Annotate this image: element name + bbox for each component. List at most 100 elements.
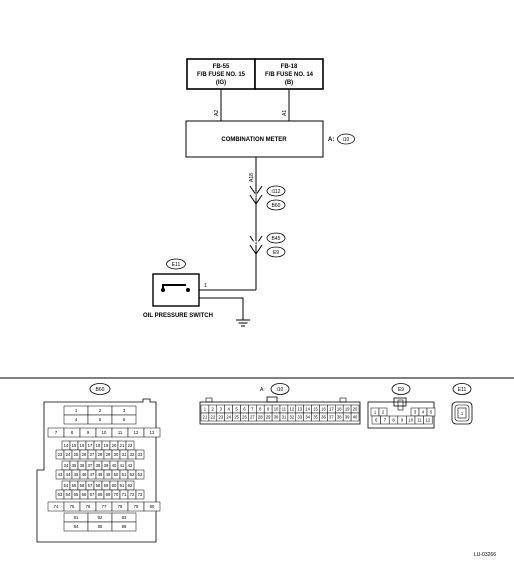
b60-pin-cell	[135, 489, 145, 500]
panel-tag-e9: E9	[398, 387, 404, 393]
b60-pin-number: 60	[112, 483, 117, 488]
b60-pin-number: 17	[88, 443, 93, 448]
b60-pin-number: 76	[86, 504, 91, 509]
i10-pin-number: 14	[305, 407, 310, 412]
b60-pin-number: 23	[58, 452, 63, 457]
combination-meter: COMBINATION METER	[185, 120, 324, 158]
b60-pin-number: 15	[72, 443, 77, 448]
b60-pin-cell	[111, 521, 137, 532]
b60-pin-cell	[135, 469, 145, 480]
b60-pin-number: 41	[120, 463, 125, 468]
b60-pin-number: 19	[104, 443, 109, 448]
i10-pin-number: 12	[290, 407, 295, 412]
connector-pin: 3	[255, 193, 258, 198]
b60-pin-number: 62	[128, 483, 133, 488]
i10-pin-number: 34	[305, 415, 310, 420]
i10-pin-number: 20	[353, 407, 358, 412]
meter-label: COMBINATION METER	[221, 137, 287, 143]
e9-pin-number: 9	[401, 418, 404, 423]
e9-pin-number: 3	[414, 410, 417, 415]
i10-pin-number: 24	[226, 415, 231, 420]
fuse-name: F/B FUSE NO. 14	[265, 72, 314, 78]
b60-pin-number: 66	[82, 492, 87, 497]
b60-pin-number: 67	[90, 492, 95, 497]
tag-oval	[452, 383, 472, 395]
e9-pin-number: 12	[426, 418, 431, 423]
b60-pin-number: 74	[54, 504, 59, 509]
i10-pin-cell	[350, 412, 360, 422]
i10-pin-number: 23	[218, 415, 223, 420]
b60-pin-cell	[143, 501, 161, 512]
b60-housing	[36, 398, 157, 543]
b60-pin-number: 68	[98, 492, 103, 497]
i10-pin-number: 33	[297, 415, 302, 420]
b60-pin-number: 8	[71, 430, 74, 435]
i10-pin-number: 18	[337, 407, 342, 412]
i10-pin-number: 31	[282, 415, 287, 420]
i10-pin-number: 22	[211, 415, 216, 420]
b60-pin-cell	[111, 414, 137, 425]
fuse-code: FB-55	[213, 64, 230, 70]
figure-id: LU-03266	[474, 552, 496, 558]
b60-pin-number: 39	[104, 463, 109, 468]
panel-tag-e11: E11	[458, 387, 467, 393]
connector-tag-b60: B60	[272, 203, 281, 209]
fuse-name: F/B FUSE NO. 15	[197, 72, 246, 78]
b60-pin-number: 38	[96, 463, 101, 468]
fuse-box-fb55: FB-55 F/B FUSE NO. 15 (IG)	[186, 58, 256, 90]
b60-pin-number: 36	[80, 463, 85, 468]
b60-pin-number: 3	[123, 408, 126, 413]
b60-pin-number: 7	[55, 430, 58, 435]
b60-pin-number: 20	[112, 443, 117, 448]
b60-pin-number: 69	[106, 492, 111, 497]
b60-pin-number: 85	[98, 524, 103, 529]
b60-pin-number: 52	[130, 472, 135, 477]
e11-pin: 1	[461, 411, 464, 416]
b60-pin-number: 70	[114, 492, 119, 497]
i10-pin-number: 11	[282, 407, 287, 412]
b60-pin-number: 25	[74, 452, 79, 457]
b60-pin-number: 61	[120, 483, 125, 488]
i10-pin-number: 40	[353, 415, 358, 420]
b60-pin-number: 71	[122, 492, 127, 497]
b60-pin-number: 59	[104, 483, 109, 488]
b60-pin-number: 22	[128, 443, 133, 448]
b60-pin-number: 9	[87, 430, 90, 435]
e9-pin-number: 7	[384, 418, 387, 423]
b60-pin-number: 26	[82, 452, 87, 457]
b60-pin-number: 75	[70, 504, 75, 509]
b60-pin-number: 80	[150, 504, 155, 509]
i10-pin-number: 21	[203, 415, 208, 420]
b60-pin-number: 45	[74, 472, 79, 477]
tag-oval	[166, 258, 186, 270]
b60-pin-number: 18	[96, 443, 101, 448]
tag-oval	[270, 383, 290, 395]
b60-pin-number: 47	[90, 472, 95, 477]
b60-pin-number: 30	[114, 452, 119, 457]
b60-pin-number: 27	[90, 452, 95, 457]
b60-pin-number: 12	[134, 430, 139, 435]
connector-tag-b45: B45	[272, 236, 281, 242]
b60-pin-number: 37	[88, 463, 93, 468]
b60-pin-number: 82	[98, 515, 103, 520]
i10-pin-number: 16	[321, 407, 326, 412]
i10-pin-number: 1	[204, 407, 207, 412]
e9-pin-number: 8	[392, 418, 395, 423]
b60-pin-number: 42	[128, 463, 133, 468]
fuse-feed: (IG)	[216, 80, 226, 86]
b60-pin-number: 33	[138, 452, 143, 457]
b60-pin-number: 81	[74, 515, 79, 520]
b60-pin-number: 58	[96, 483, 101, 488]
b60-pin-number: 10	[102, 430, 107, 435]
connector-b45-e9: 4	[249, 235, 263, 255]
switch-pin-label: 1	[204, 283, 207, 289]
b60-pin-number: 16	[80, 443, 85, 448]
b60-pin-number: 55	[72, 483, 77, 488]
b60-pin-number: 31	[122, 452, 127, 457]
i10-pin-number: 10	[274, 407, 279, 412]
b60-pin-number: 53	[138, 472, 143, 477]
pin-label-a18: A18	[249, 173, 255, 182]
panel-tag-i10: i10	[277, 387, 284, 393]
i10-pin-number: 7	[251, 407, 254, 412]
